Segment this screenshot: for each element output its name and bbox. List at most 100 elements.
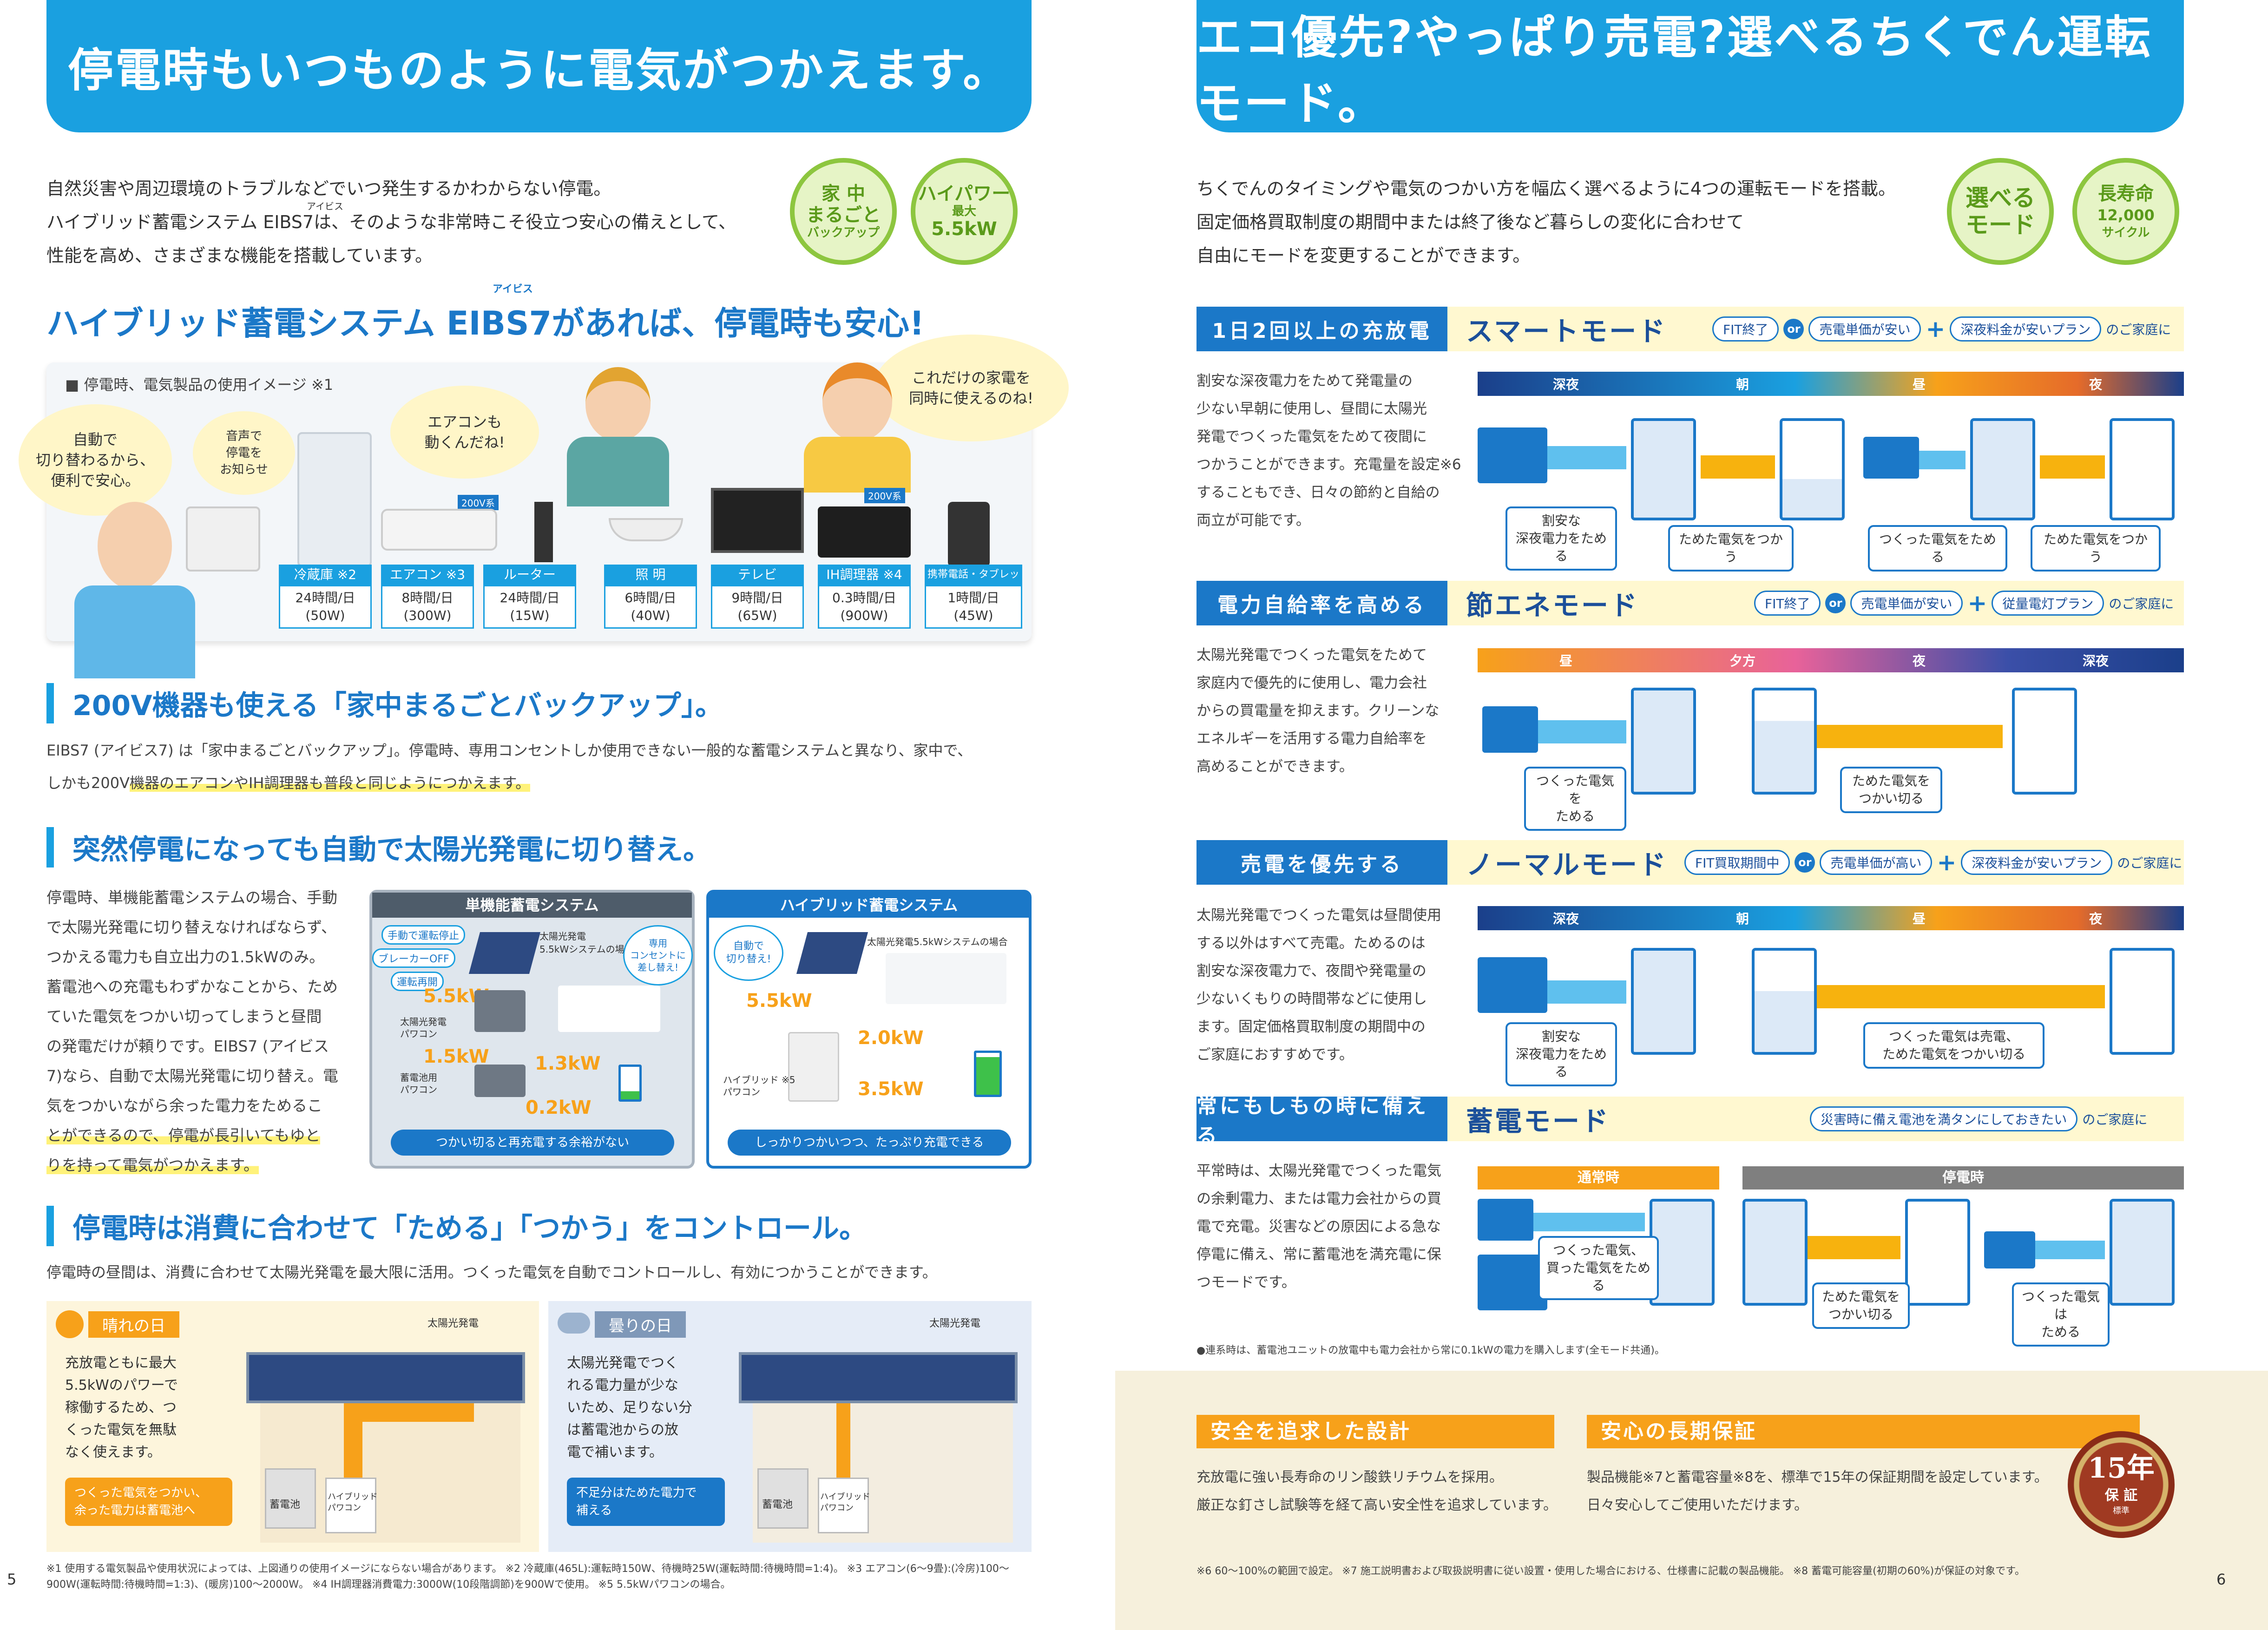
bubble-aircon: エアコンも 動くんだね! xyxy=(390,386,539,479)
hybrid-pcs xyxy=(788,1032,839,1102)
mode-eco-suffix: のご家庭に xyxy=(2109,596,2174,611)
mode-smart-caption-2: ためた電気をつかう xyxy=(1668,525,1794,572)
badge-high-power: ハイパワー 最大 5.5kW xyxy=(911,158,1018,265)
device-light: 照 明 6時間/日(40W) xyxy=(604,565,697,629)
mode-eco-cond3: 従量電灯プラン xyxy=(1992,591,2104,616)
mode-normal-caption-2: つくった電気は売電、 ためた電気をつかい切る xyxy=(1863,1022,2044,1069)
hybrid-pcs-label: ハイブリッド ※5 パワコン xyxy=(723,1074,795,1098)
mode-normal-plus: + xyxy=(1937,849,1957,876)
sec2-text: 停電時、単機能蓄電システムの場合、手動 で太陽光発電に切り替えなければならず、 … xyxy=(46,888,338,1174)
sunny-roof-panels xyxy=(246,1352,525,1403)
mode-storage-normal-label: 通常時 xyxy=(1478,1166,1719,1190)
hybrid-battery-icon xyxy=(974,1051,1002,1097)
mode-normal-header: 売電を優先する ノーマルモード FIT買取期間中 or 売電単価が高い + 深夜… xyxy=(1196,840,2184,885)
mode-normal-arrow-1 xyxy=(1547,980,1626,1004)
mode-normal-or: or xyxy=(1795,852,1815,873)
mode-smart-plus: + xyxy=(1926,315,1946,342)
right-footnote: ※6 60〜100%の範囲で設定。 ※7 施工説明書および取扱説明書に従い設置・… xyxy=(1196,1565,2025,1577)
mode-smart-arrow-3 xyxy=(1919,451,1966,469)
single-footer: つかい切ると再充電する余裕がない xyxy=(391,1130,674,1156)
cloudy-box: 不足分はためた電力で 補える xyxy=(567,1478,725,1526)
mode-smart-caption-1: 割安な 深夜電力をためる xyxy=(1505,506,1617,571)
mode-normal-battery-1 xyxy=(1631,948,1696,1055)
ceiling-light-icon xyxy=(609,518,683,541)
mode-storage-caption-3: つくった電気は ためる xyxy=(2012,1282,2110,1347)
mode-storage-battery-3 xyxy=(1905,1199,1970,1306)
single-kw-4: 0.2kW xyxy=(526,1097,592,1118)
mode-eco-timeline: 昼 夕方 夜 深夜 xyxy=(1478,648,2184,672)
mode-storage-arrow-1 xyxy=(1533,1213,1645,1231)
mode-normal-battery-3 xyxy=(2110,948,2175,1055)
cloudy-desc: 太陽光発電でつく れる電力量が少な いため、足りない分 は蓄電池からの放 電で補… xyxy=(567,1355,692,1460)
mode-normal-tag: 売電を優先する xyxy=(1196,840,1447,885)
mode-smart-arrow-4 xyxy=(2040,455,2105,479)
sun-icon xyxy=(56,1310,84,1338)
mode-smart-cond2: 売電単価が安い xyxy=(1808,316,1921,342)
bubble-auto-switch: 自動で 切り替わるから、 便利で安心。 xyxy=(19,404,172,516)
device-phone: 携帯電話・タブレット 1時間/日(45W) xyxy=(925,565,1022,629)
mode-eco-name: 節エネモード xyxy=(1466,590,1639,621)
hybrid-solar-panel xyxy=(796,932,868,974)
single-appliances xyxy=(558,986,660,1032)
mode-storage-home-icon-2 xyxy=(1984,1231,2035,1269)
single-pcs-2 xyxy=(474,1065,526,1097)
single-pcs-2-label: 蓄電池用 パワコン xyxy=(400,1072,437,1095)
left-footnotes: ※1 使用する電気製品や使用状況によっては、上図通りの使用イメージにならない場合… xyxy=(46,1563,1009,1591)
mode-smart-arrow-1 xyxy=(1547,446,1626,469)
single-outlet-bubble: 専用 コンセントに 差し替え! xyxy=(623,925,693,986)
cloudy-label: 曇りの日 xyxy=(595,1311,686,1338)
sec3-heading: 停電時は消費に合わせて「ためる」「つかう」をコントロール。 xyxy=(46,1206,1022,1246)
warranty-seal-sub: 保 証 xyxy=(2104,1487,2138,1504)
man-illustration xyxy=(60,502,209,678)
left-intro: 自然災害や周辺環境のトラブルなどでいつ発生するかわからない停電。 アイビス ハイ… xyxy=(46,172,790,272)
mode-storage-battery-2 xyxy=(1742,1199,1808,1306)
bubble-voice-alert: 音声で 停電を お知らせ xyxy=(193,411,295,495)
device-ih: IH調理器 ※4 0.3時間/日(900W) xyxy=(818,565,911,629)
sec1-text: EIBS7 (アイビス7) は「家中まるごとバックアップ」。停電時、専用コンセン… xyxy=(46,742,973,792)
device-tv: テレビ 9時間/日(65W) xyxy=(711,565,804,629)
mode-storage-suffix: のご家庭に xyxy=(2082,1112,2148,1127)
sunny-battery-label: 蓄電池 xyxy=(270,1499,301,1511)
phone-icon xyxy=(948,502,990,567)
right-intro-line-3: 自由にモードを変更することができます。 xyxy=(1196,245,1531,266)
mode-eco-caption-2: ためた電気を つかい切る xyxy=(1840,767,1942,813)
left-headline: アイビス ハイブリッド蓄電システム EIBS7があれば、停電時も安心! xyxy=(46,283,1022,344)
mode-eco-or: or xyxy=(1825,593,1846,613)
single-kw-3: 1.3kW xyxy=(535,1053,601,1074)
mode-smart-cond3: 深夜料金が安いプラン xyxy=(1950,316,2102,342)
mode-normal-cond1: FIT買取期間中 xyxy=(1684,850,1790,875)
mode-smart-cond1: FIT終了 xyxy=(1712,316,1779,342)
mode-eco-cond1: FIT終了 xyxy=(1754,591,1821,616)
cloudy-battery xyxy=(757,1468,809,1529)
right-intro-line-1: ちくでんのタイミングや電気のつかい方を幅広く選べるように4つの運転モードを搭載。 xyxy=(1196,178,1896,199)
mode-storage-header: 常にもしもの時に備える 蓄電モード 災害時に備え電池を満タンにしておきたい のご… xyxy=(1196,1094,2184,1148)
headline-ruby: アイビス xyxy=(493,283,533,295)
mode-storage-battery-4 xyxy=(2110,1199,2175,1306)
sec3-text: 停電時の昼間は、消費に合わせて太陽光発電を最大限に活用。つくった電気を自動でコン… xyxy=(46,1263,937,1281)
right-page-title: エコ優先?やっぱり売電?選べるちくでん運転モード。 xyxy=(1196,0,2184,132)
sunny-desc: 充放電ともに最大 5.5kWのパワーで 稼働するため、つ くった電気を無駄 なく… xyxy=(65,1355,178,1460)
right-intro-line-2: 固定価格買取制度の期間中または終了後など暮らしの変化に合わせて xyxy=(1196,212,1744,232)
tag-200v-2: 200V系 xyxy=(864,488,905,503)
mode-normal-desc: 太陽光発電でつくった電気は昼間使用 する以外はすべて売電。ためるのは 割安な深夜… xyxy=(1196,907,1441,1063)
mode-normal-suffix: のご家庭に xyxy=(2117,855,2183,871)
mode-smart-home-icon xyxy=(1863,437,1919,479)
single-kw-2: 1.5kW xyxy=(423,1046,489,1067)
sec1-heading: 200V機器も使える「家中まるごとバックアップ」。 xyxy=(46,683,1022,723)
hybrid-auto-bubble: 自動で 切り替え! xyxy=(714,925,783,981)
mode-smart-battery-4 xyxy=(2110,418,2175,520)
mode-eco-battery-2 xyxy=(1752,688,1817,795)
hybrid-appliances xyxy=(886,953,1006,1004)
safety-text: 充放電に強い長寿命のリン酸鉄リチウムを採用。 厳正な釘さし試験等を経て高い安全性… xyxy=(1196,1469,1558,1513)
hybrid-kw-2: 2.0kW xyxy=(858,1027,924,1049)
warranty-text: 製品機能※7と蓄電容量※8を、標準で15年の保証期間を設定しています。 日々安心… xyxy=(1587,1469,2048,1513)
cloud-icon xyxy=(558,1313,590,1334)
warranty-seal-year: 15年 xyxy=(2088,1452,2155,1485)
mode-smart-caption-4: ためた電気をつかう xyxy=(2031,525,2161,572)
mode-eco-arrow-3 xyxy=(1817,725,2003,748)
mode-eco-desc: 太陽光発電でつくった電気をためて 家庭内で優先的に使用し、電力会社 からの買電量… xyxy=(1196,647,1440,775)
mode-eco-plus: + xyxy=(1967,590,1987,617)
ih-cooker-icon xyxy=(818,506,911,558)
cloudy-pv-label: 太陽光発電 xyxy=(929,1318,981,1329)
aircon-icon xyxy=(381,509,497,551)
